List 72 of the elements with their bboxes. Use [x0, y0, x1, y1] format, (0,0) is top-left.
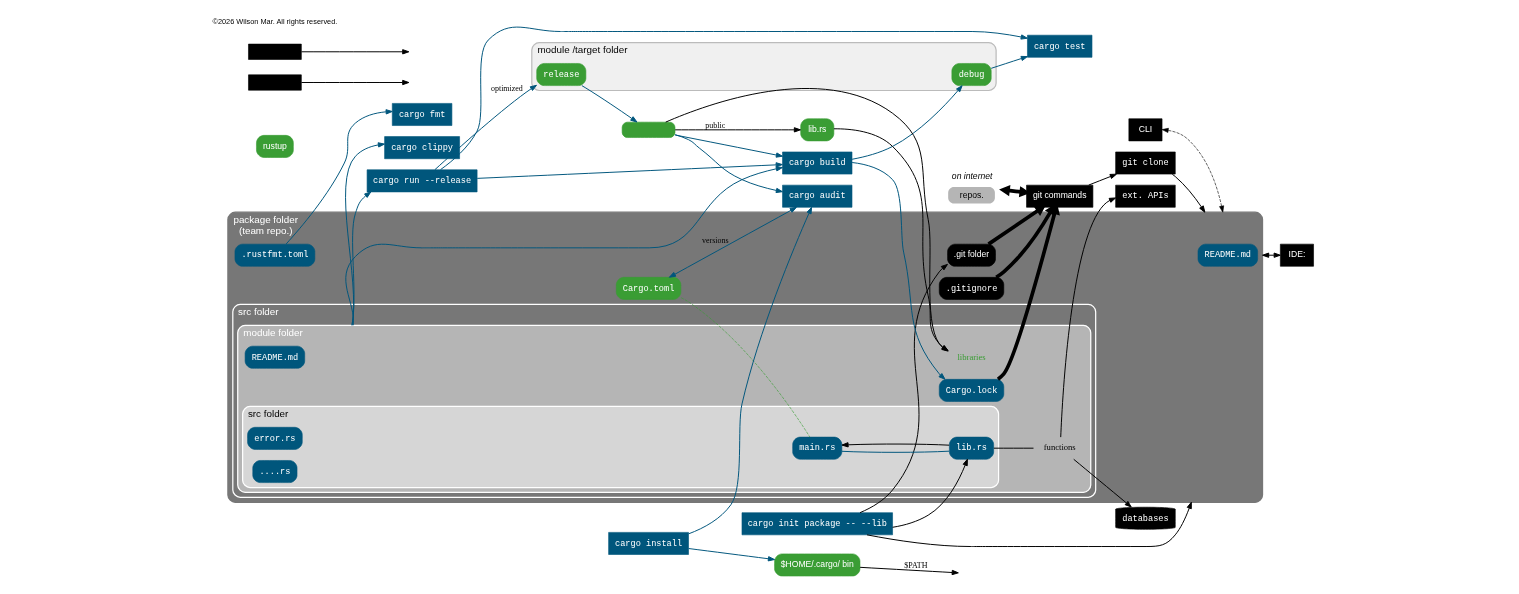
arrow — [434, 84, 537, 171]
arrow — [476, 162, 783, 179]
arrow — [1161, 127, 1224, 213]
arrow — [995, 204, 1056, 279]
node-box: cargo init package -- --lib — [741, 512, 893, 536]
arrow — [345, 142, 385, 326]
arrow — [674, 134, 783, 158]
node-box: IDE: — [1280, 243, 1314, 267]
arrow — [859, 566, 959, 576]
node-box: cargo fmt — [392, 103, 453, 126]
node-box: .git folder — [947, 243, 996, 267]
node-box: cargo audit — [782, 184, 853, 208]
arrow — [688, 548, 775, 562]
node-box: error.rs — [247, 427, 303, 450]
node-box: CLI — [1128, 118, 1163, 142]
node-box: cargo run --release — [366, 169, 478, 193]
arrow — [1088, 173, 1117, 186]
node-box: ext. APIs — [1115, 184, 1176, 208]
node-box: debug — [951, 63, 992, 86]
node-text: libraries — [957, 351, 986, 362]
node-box: README.md — [1197, 243, 1258, 267]
node-box: cargo build — [782, 151, 853, 175]
node-box: Cargo.lock — [938, 379, 1005, 402]
arrow — [892, 458, 968, 528]
arrow — [1073, 458, 1132, 508]
node-box: cargo clippy — [384, 136, 460, 160]
node-box: .gitignore — [938, 277, 1005, 300]
node-box — [621, 121, 676, 138]
arrow — [1171, 173, 1206, 213]
node-box: $HOME/.cargo/ bin — [774, 553, 861, 577]
arrow — [285, 109, 393, 245]
arrow — [1060, 197, 1117, 438]
arrow — [668, 206, 797, 278]
arrow — [351, 191, 372, 326]
node-text: functions — [1043, 442, 1076, 453]
arrow — [851, 162, 946, 380]
arrow — [859, 263, 948, 514]
arrow — [440, 26, 1028, 171]
node-box: Cargo.toml — [616, 277, 682, 300]
node-box: release — [536, 63, 587, 86]
arrow — [833, 128, 949, 352]
arrow — [674, 134, 783, 194]
node-box: main.rs — [792, 436, 843, 460]
node-box: cargo install — [608, 532, 689, 555]
node-box — [248, 43, 302, 60]
arrow — [345, 166, 783, 326]
node-box: git commands — [1026, 184, 1094, 208]
node-box: README.md — [244, 345, 305, 369]
arrow — [674, 127, 801, 133]
node-box: cargo test — [1027, 34, 1093, 58]
node-label: on internet — [951, 171, 993, 182]
arrow — [851, 85, 963, 160]
arrow — [987, 205, 1046, 246]
arrow — [990, 55, 1028, 69]
connector — [841, 450, 950, 453]
arrow — [581, 85, 638, 123]
node-box: repos. — [948, 187, 995, 204]
arrow — [300, 49, 410, 55]
node-box: ....rs — [252, 460, 298, 483]
node-box: rustup — [256, 135, 294, 158]
arrow — [841, 442, 950, 448]
arrow — [665, 88, 949, 352]
node-box: lib.rs — [800, 118, 835, 142]
arrow — [866, 501, 1192, 547]
node-box: .rustfmt.toml — [234, 243, 316, 267]
arrow — [688, 206, 813, 535]
connector — [680, 297, 811, 438]
node-box — [248, 74, 302, 91]
node-box: git clone — [1115, 151, 1176, 175]
connector — [993, 447, 1034, 449]
arrow — [300, 79, 410, 86]
node-box: lib.rs — [949, 436, 994, 460]
